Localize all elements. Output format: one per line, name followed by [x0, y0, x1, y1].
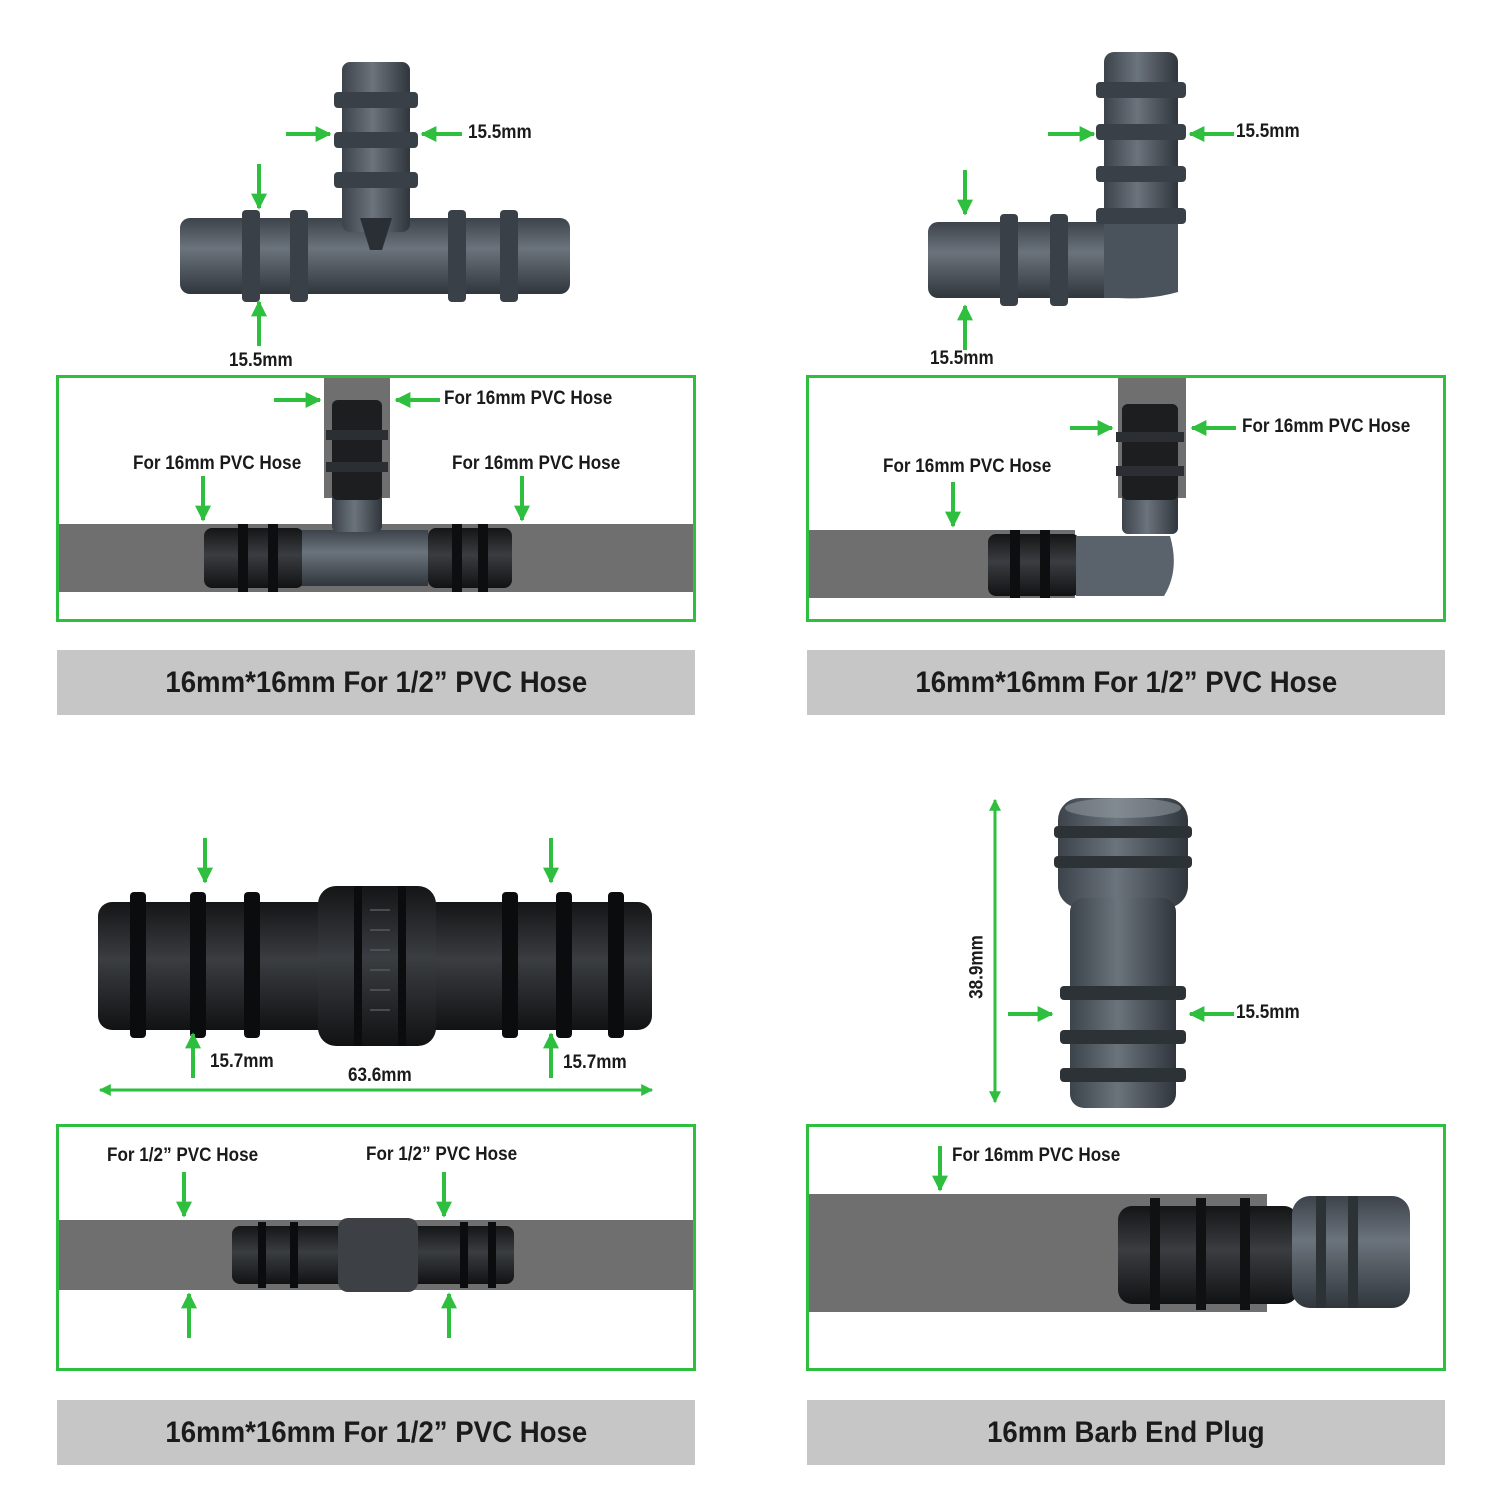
tee-top-dimension: 15.5mm — [468, 122, 532, 143]
tee-caption-bar: 16mm*16mm For 1/2” PVC Hose — [57, 650, 695, 715]
elbow-fitting-photo — [928, 52, 1186, 306]
straight-caption-bar: 16mm*16mm For 1/2” PVC Hose — [57, 1400, 695, 1465]
tee-right-hose-label: For 16mm PVC Hose — [452, 453, 621, 474]
end-plug-diameter-dimension: 15.5mm — [1236, 1002, 1300, 1023]
elbow-left-hose-label: For 16mm PVC Hose — [883, 456, 1052, 477]
end-plug-diagram-frame — [806, 1124, 1446, 1371]
end-plug-caption: 16mm Barb End Plug — [987, 1415, 1265, 1449]
end-plug-hose-label: For 16mm PVC Hose — [952, 1145, 1121, 1166]
elbow-caption-bar: 16mm*16mm For 1/2” PVC Hose — [807, 650, 1445, 715]
tee-fitting-photo — [180, 62, 570, 302]
tee-side-dimension: 15.5mm — [229, 350, 293, 371]
straight-right-hose-label: For 1/2” PVC Hose — [366, 1144, 518, 1165]
elbow-top-dimension: 15.5mm — [1236, 121, 1300, 142]
straight-coupling-photo — [98, 886, 652, 1046]
elbow-top-hose-label: For 16mm PVC Hose — [1242, 416, 1411, 437]
straight-caption: 16mm*16mm For 1/2” PVC Hose — [165, 1415, 587, 1449]
straight-left-dimension: 15.7mm — [210, 1051, 274, 1072]
elbow-caption: 16mm*16mm For 1/2” PVC Hose — [915, 665, 1337, 699]
tee-diagram-frame — [56, 375, 696, 622]
end-plug-caption-bar: 16mm Barb End Plug — [807, 1400, 1445, 1465]
end-plug-hose-diagram — [809, 1194, 1410, 1312]
tee-left-hose-label: For 16mm PVC Hose — [133, 453, 302, 474]
elbow-side-dimension: 15.5mm — [930, 348, 994, 369]
straight-diagram-frame — [56, 1124, 696, 1371]
tee-caption: 16mm*16mm For 1/2” PVC Hose — [165, 665, 587, 699]
straight-left-hose-label: For 1/2” PVC Hose — [107, 1145, 259, 1166]
straight-length-dimension: 63.6mm — [348, 1065, 412, 1086]
straight-hose-diagram — [59, 1218, 693, 1292]
tee-top-hose-label: For 16mm PVC Hose — [444, 388, 613, 409]
elbow-hose-diagram — [809, 378, 1186, 598]
end-plug-height-dimension: 38.9mm — [966, 935, 988, 999]
straight-right-dimension: 15.7mm — [563, 1052, 627, 1073]
end-plug-photo — [1054, 798, 1192, 1108]
tee-hose-diagram — [59, 378, 693, 592]
elbow-diagram-frame — [806, 375, 1446, 622]
